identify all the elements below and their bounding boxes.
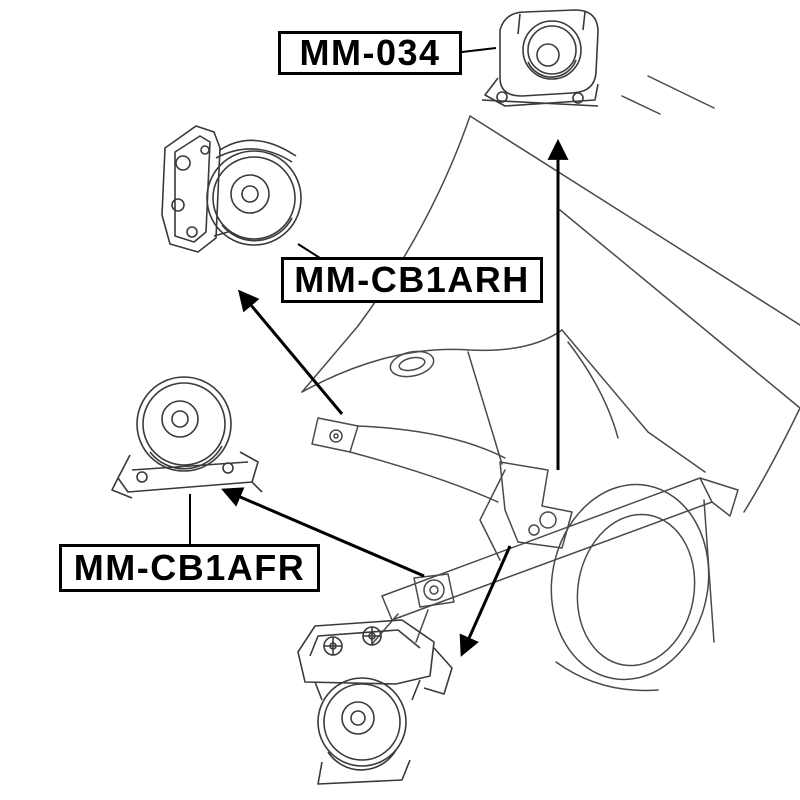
engine-mount-mm-034-drawing <box>481 9 599 107</box>
part-label-mm-cb1arh: MM-CB1ARH <box>281 257 543 303</box>
arrow-to-mm-cb1arh <box>237 289 344 415</box>
callout-arrows <box>221 138 569 657</box>
part-label-mm-034: MM-034 <box>278 31 462 75</box>
vehicle-body-sketch <box>301 75 800 692</box>
label-leader-lines <box>189 47 497 544</box>
engine-mount-mm-cb1afr-drawing <box>111 376 263 499</box>
arrow-to-bottom-mount <box>459 545 512 657</box>
part-label-mm-cb1afr: MM-CB1AFR <box>59 544 320 592</box>
engine-mount-mm-cb1arh-drawing <box>161 125 302 253</box>
engine-mount-bottom-drawing <box>297 619 453 785</box>
arrow-to-mm-cb1afr <box>221 487 425 578</box>
